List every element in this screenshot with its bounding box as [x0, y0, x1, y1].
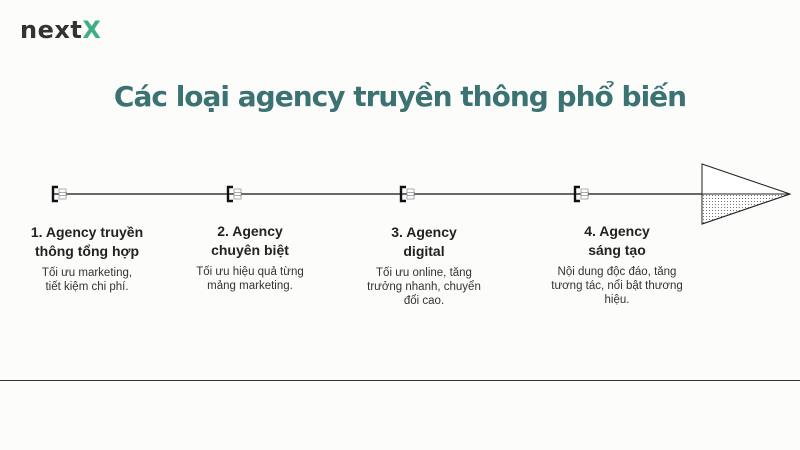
arrow-head-icon	[701, 163, 792, 225]
step-1-marker-icon	[51, 185, 67, 203]
timeline-arrow	[51, 163, 792, 225]
bottom-divider	[0, 380, 800, 381]
step-4-title: 4. Agency sáng tạo	[584, 223, 650, 258]
step-2-description: Tối ưu hiệu quả từng mảng marketing.	[196, 266, 304, 292]
page-title: Các loại agency truyền thông phổ biến	[113, 80, 687, 113]
step-2-marker-icon	[226, 185, 242, 203]
step-1-title: 1. Agency truyền thông tổng hợp	[30, 224, 144, 259]
logo-accent-letter: X	[82, 16, 102, 44]
step-3-title: 3. Agency digital	[391, 224, 457, 259]
step-3: 3. Agency digital Tối ưu online, tăng tr…	[344, 223, 504, 308]
step-1-description: Tối ưu marketing, tiết kiệm chi phí.	[41, 267, 133, 293]
step-4-marker-icon	[573, 185, 589, 203]
step-2: 2. Agency chuyên biệt Tối ưu hiệu quả từ…	[170, 222, 330, 293]
step-2-title: 2. Agency chuyên biệt	[211, 223, 289, 258]
nextx-logo: nextX	[20, 14, 101, 46]
step-1: 1. Agency truyền thông tổng hợp Tối ưu m…	[7, 223, 167, 294]
step-3-description: Tối ưu online, tăng trưởng nhanh, chuyển…	[367, 267, 481, 307]
step-4-description: Nội dung độc đáo, tăng tương tác, nổi bậ…	[551, 266, 683, 306]
step-4: 4. Agency sáng tạo Nội dung độc đáo, tăn…	[537, 222, 697, 307]
logo-text: next	[20, 16, 83, 44]
step-3-marker-icon	[399, 185, 415, 203]
